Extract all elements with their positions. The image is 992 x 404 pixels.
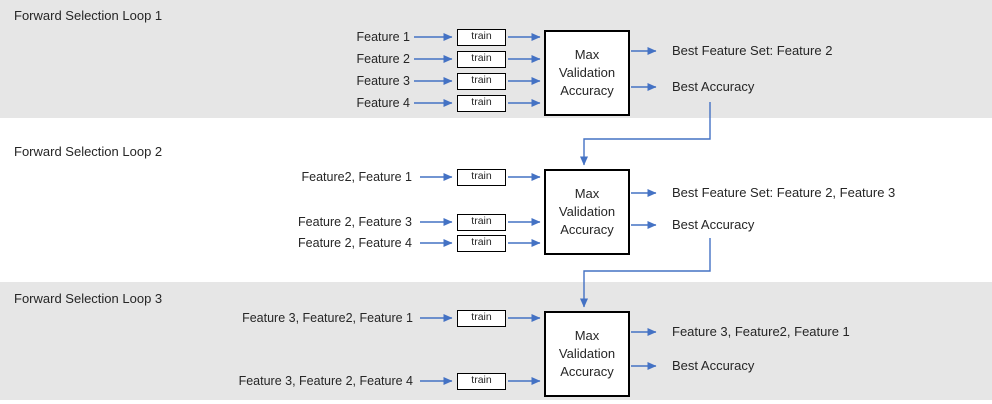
loop2-feature-set-label: Feature 2, Feature 3 [298, 215, 412, 229]
loop2-title: Forward Selection Loop 2 [14, 144, 163, 159]
train-box: train [457, 73, 506, 90]
max-box-line: Validation [558, 204, 616, 219]
train-box: train [457, 51, 506, 68]
loop1-best-feature-set-label: Best Feature Set: Feature 2 [672, 43, 833, 58]
train-box: train [457, 373, 506, 390]
loop3-best-accuracy-label: Best Accuracy [672, 358, 755, 373]
train-box: train [457, 214, 506, 231]
loop1-best-accuracy-label: Best Accuracy [672, 79, 755, 94]
loop3-max-validation-accuracy-box: Max Validation Accuracy [544, 311, 630, 397]
max-box-line: Max [574, 186, 600, 201]
train-box: train [457, 310, 506, 327]
max-box-line: Accuracy [560, 222, 614, 237]
max-box-line: Accuracy [560, 364, 614, 379]
loop3-best-feature-set-label: Feature 3, Feature2, Feature 1 [672, 324, 850, 339]
loop3-feature-set-label: Feature 3, Feature 2, Feature 4 [238, 374, 413, 388]
train-box: train [457, 169, 506, 186]
loop2-best-accuracy-label: Best Accuracy [672, 217, 755, 232]
max-box-line: Validation [558, 65, 616, 80]
max-box-line: Accuracy [560, 83, 614, 98]
max-box-line: Max [574, 47, 600, 62]
loop2-best-feature-set-label: Best Feature Set: Feature 2, Feature 3 [672, 185, 896, 200]
train-box: train [457, 29, 506, 46]
loop3-title: Forward Selection Loop 3 [14, 291, 163, 306]
loop1-feature-set-label: Feature 2 [356, 52, 410, 66]
loop3-feature-set-label: Feature 3, Feature2, Feature 1 [242, 311, 413, 325]
max-box-line: Max [574, 328, 600, 343]
loop2-max-validation-accuracy-box: Max Validation Accuracy [544, 169, 630, 255]
loop1-max-validation-accuracy-box: Max Validation Accuracy [544, 30, 630, 116]
train-box: train [457, 95, 506, 112]
train-box: train [457, 235, 506, 252]
loop2-feature-set-label: Feature 2, Feature 4 [298, 236, 412, 250]
loop1-feature-set-label: Feature 1 [356, 30, 410, 44]
loop2-feature-set-label: Feature2, Feature 1 [301, 170, 412, 184]
loop1-feature-set-label: Feature 3 [356, 74, 410, 88]
loop1-title: Forward Selection Loop 1 [14, 8, 163, 23]
max-box-line: Validation [558, 346, 616, 361]
loop1-feature-set-label: Feature 4 [356, 96, 410, 110]
